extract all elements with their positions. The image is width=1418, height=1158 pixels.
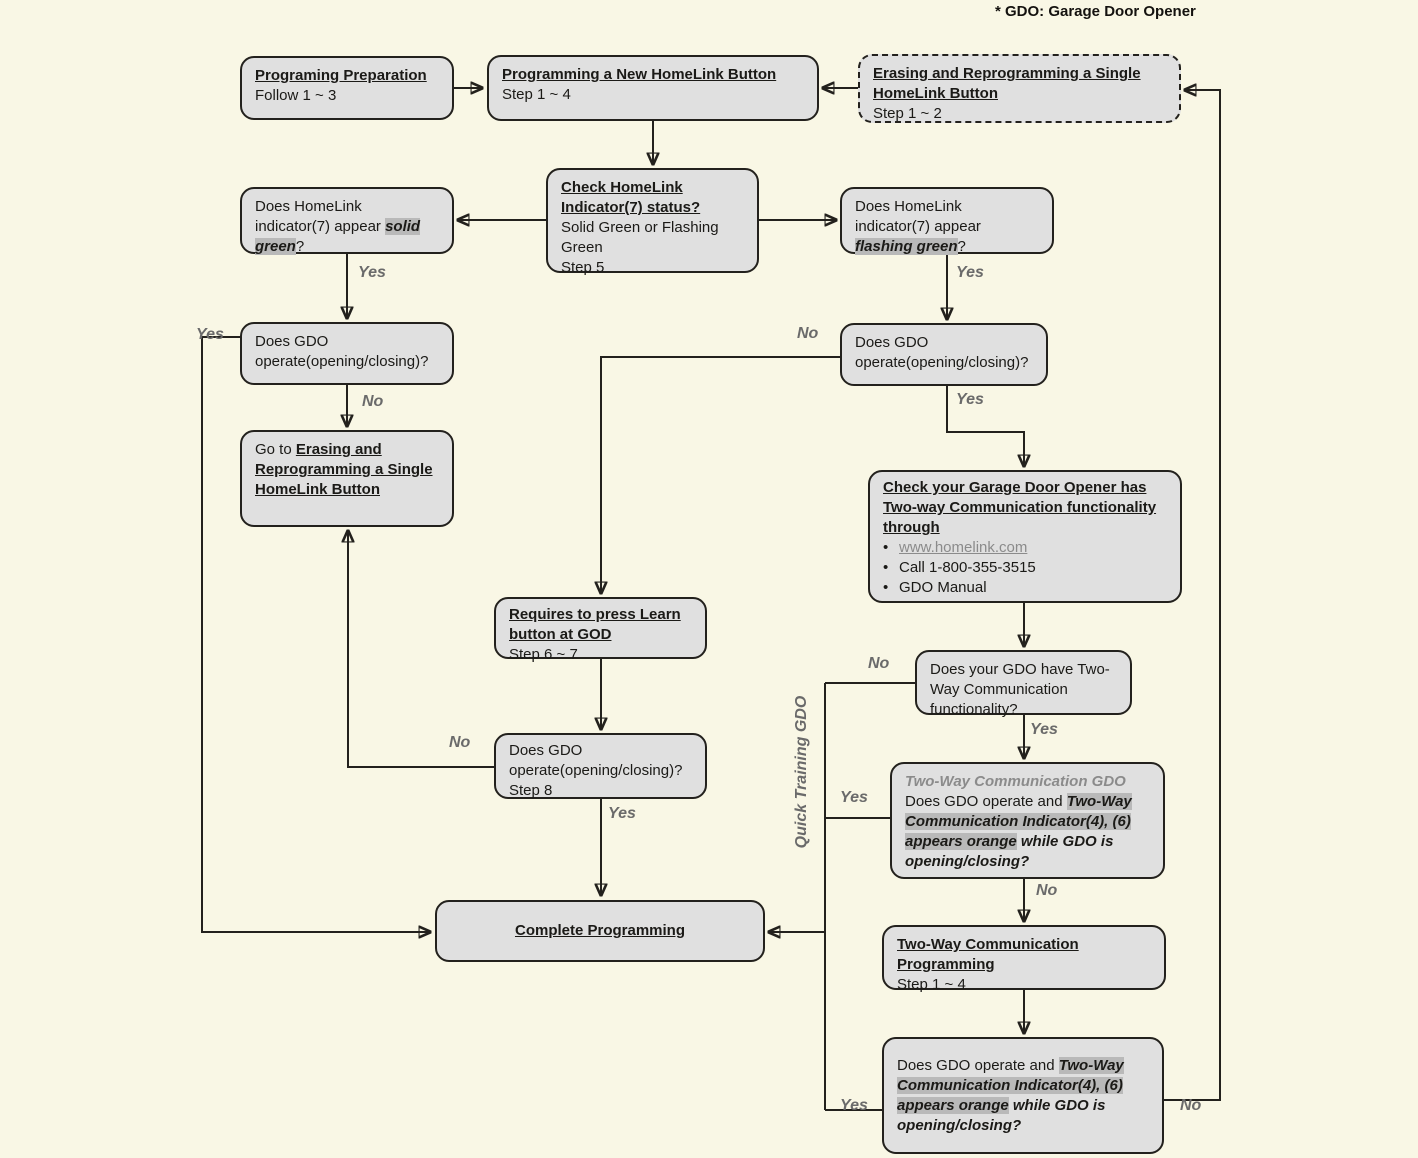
edge-gdoright-no-to-learn — [601, 356, 840, 593]
question-text: Does HomeLink indicator(7) appear — [855, 198, 981, 235]
edge-label-yes: Yes — [956, 391, 984, 408]
node-title: Requires to press Learn button at GOD — [509, 606, 681, 643]
node-twoway-communication-programming: Two-Way Communication Programming Step 1… — [882, 925, 1166, 993]
node-title: Programing Preparation — [255, 67, 427, 84]
node-twoway-communication-gdo: Two-Way Communication GDO Does GDO opera… — [890, 762, 1165, 879]
question-mark: ? — [295, 238, 305, 255]
node-subtext: Follow 1 ~ 3 — [255, 87, 337, 104]
edge-gdoright-yes-to-checktwoway — [946, 386, 1024, 466]
edge-label-no: No — [1036, 882, 1058, 899]
node-subtext: Step 1 ~ 4 — [502, 86, 571, 103]
goto-prefix: Go to — [255, 441, 296, 458]
node-line: Step 5 — [561, 259, 605, 276]
node-title: Check your Garage Door Opener has Two-wa… — [883, 479, 1157, 536]
node-title: Two-Way Communication Programming — [897, 936, 1079, 973]
question-text: Does GDO operate and — [905, 793, 1067, 810]
question-text: Does GDO operate and — [897, 1056, 1059, 1074]
edge-step8-no-to-goto — [348, 531, 494, 768]
node-indicator-solid-green-question: Does HomeLink indicator(7) appear solid … — [240, 187, 454, 255]
goto-link-text: Erasing and Reprogramming a Single HomeL… — [255, 441, 433, 498]
gdo-legend-note: * GDO: Garage Door Opener — [995, 3, 1196, 20]
bullet-text: Call 1-800-355-3515 — [899, 559, 1036, 576]
edge-label-yes: Yes — [840, 789, 868, 806]
edge-label-yes: Yes — [608, 805, 636, 822]
edge-orange-no-to-erase — [1164, 90, 1221, 1101]
question-text: Does HomeLink indicator(7) appear — [255, 198, 386, 235]
edge-label-yes: Yes — [358, 264, 386, 281]
node-subtext: Step 8 — [509, 782, 553, 799]
node-title: Erasing and Reprogramming a Single HomeL… — [873, 65, 1141, 102]
node-title: Check HomeLink Indicator(7) status? — [561, 179, 701, 216]
edge-label-no: No — [1180, 1097, 1202, 1114]
node-erasing-reprogramming-single-button: Erasing and Reprogramming a Single HomeL… — [858, 54, 1181, 123]
edge-gdoleft-yes-to-complete — [201, 336, 430, 932]
bullet-icon: • — [883, 579, 889, 596]
bullet-icon: • — [883, 539, 889, 556]
question-tail: while GDO is opening/closing? — [905, 833, 1114, 870]
question-tail: while GDO is opening/closing? — [897, 1096, 1106, 1134]
edge-label-no: No — [362, 393, 384, 410]
question-mark: ? — [957, 238, 966, 255]
question-text: Does GDO operate(opening/closing)? — [855, 334, 1029, 371]
node-title: Complete Programming — [514, 922, 686, 939]
bullet-item: • GDO Manual — [883, 578, 1167, 598]
node-complete-programming: Complete Programming — [435, 900, 765, 962]
quick-training-gdo-label: Quick Training GDO — [793, 695, 810, 849]
question-text: Does your GDO have Two-Way Communication… — [930, 661, 1110, 718]
node-press-learn-button: Requires to press Learn button at GOD St… — [494, 597, 707, 663]
node-gdo-operate-right: Does GDO operate(opening/closing)? — [840, 323, 1048, 386]
node-subtext: Step 1 ~ 4 — [897, 976, 966, 993]
node-subtext: Step 6 ~ 7 — [509, 646, 578, 663]
node-gdo-operate-step8: Does GDO operate(opening/closing)? Step … — [494, 733, 707, 799]
edge-label-yes: Yes — [840, 1097, 868, 1114]
node-heading: Two-Way Communication GDO — [905, 773, 1126, 790]
bullet-icon: • — [883, 559, 889, 576]
edge-label-no: No — [868, 655, 890, 672]
edge-label-yes: Yes — [196, 326, 224, 343]
node-have-twoway-functionality: Does your GDO have Two-Way Communication… — [915, 650, 1132, 718]
node-goto-erasing-reprogramming: Go to Erasing and Reprogramming a Single… — [240, 430, 454, 527]
node-gdo-operate-orange-question: Does GDO operate and Two-Way Communicati… — [882, 1037, 1164, 1154]
question-text: Does GDO operate(opening/closing)? — [255, 333, 429, 370]
question-text: Does GDO operate(opening/closing)? — [509, 742, 683, 779]
edge-label-no: No — [797, 325, 819, 342]
node-check-twoway-communication: Check your Garage Door Opener has Two-wa… — [868, 470, 1182, 603]
node-programing-preparation: Programing Preparation Follow 1 ~ 3 — [240, 56, 454, 120]
node-programming-new-homelink-button: Programming a New HomeLink Button Step 1… — [487, 55, 819, 121]
node-check-homelink-indicator-status: Check HomeLink Indicator(7) status? Soli… — [546, 168, 759, 276]
node-subtext: Step 1 ~ 2 — [873, 105, 942, 122]
edge-label-no: No — [449, 734, 471, 751]
edge-label-yes: Yes — [956, 264, 984, 281]
node-gdo-operate-left: Does GDO operate(opening/closing)? — [240, 322, 454, 385]
node-title: Programming a New HomeLink Button — [502, 66, 777, 83]
bullet-item: • Call 1-800-355-3515 — [883, 558, 1167, 578]
node-indicator-flashing-green-question: Does HomeLink indicator(7) appear flashi… — [840, 187, 1054, 255]
bullet-text: GDO Manual — [899, 579, 987, 596]
homelink-url-link[interactable]: www.homelink.com — [899, 539, 1028, 556]
highlight-flashing-green: flashing green — [855, 238, 958, 255]
node-line: Solid Green or Flashing Green — [561, 219, 719, 256]
bullet-item: • www.homelink.com — [883, 538, 1167, 558]
edge-label-yes: Yes — [1030, 721, 1058, 738]
